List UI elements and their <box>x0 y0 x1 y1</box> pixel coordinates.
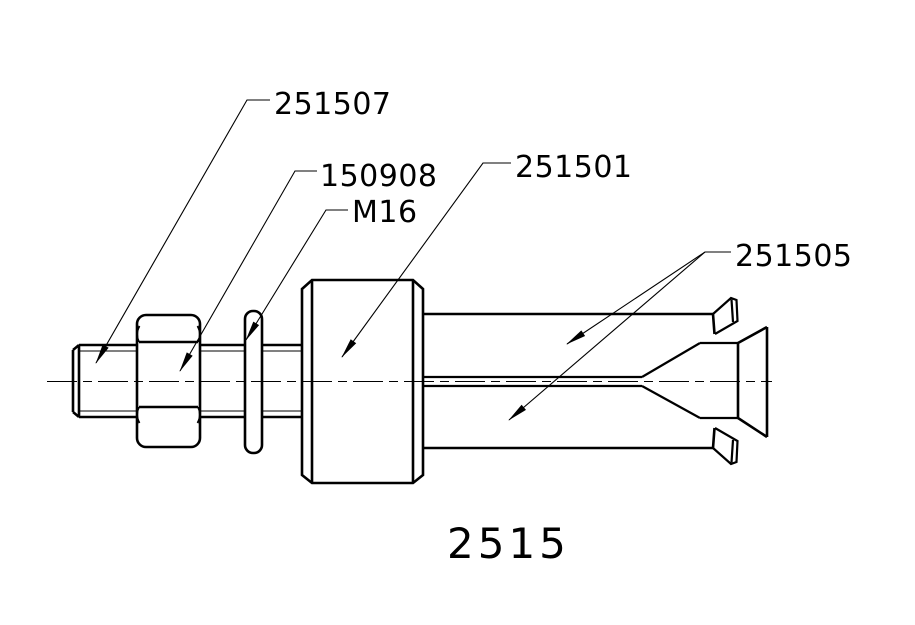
leader-stud <box>95 99 270 364</box>
leader-lines <box>95 99 731 421</box>
part-label-stud: 251507 <box>274 87 392 122</box>
expansion-sleeve <box>423 296 739 466</box>
sleeve-flared-tab-top <box>712 296 739 335</box>
leader-body <box>341 162 511 358</box>
part-label-sleeve: 251505 <box>735 239 853 274</box>
drawing-title: 2515 <box>447 519 570 568</box>
expansion-cone <box>736 325 769 439</box>
leader-sleeve-lower <box>508 251 706 421</box>
part-label-body: 251501 <box>515 150 633 185</box>
anchor-body <box>300 278 425 485</box>
leader-nut <box>179 170 317 372</box>
leader-sleeve-upper <box>566 251 731 345</box>
part-label-thread: M16 <box>352 195 418 230</box>
washer <box>243 309 264 455</box>
part-label-nut: 150908 <box>320 159 438 194</box>
hex-nut <box>135 313 202 449</box>
leader-thread <box>245 209 348 341</box>
sleeve-flared-tab-bottom <box>712 427 739 466</box>
